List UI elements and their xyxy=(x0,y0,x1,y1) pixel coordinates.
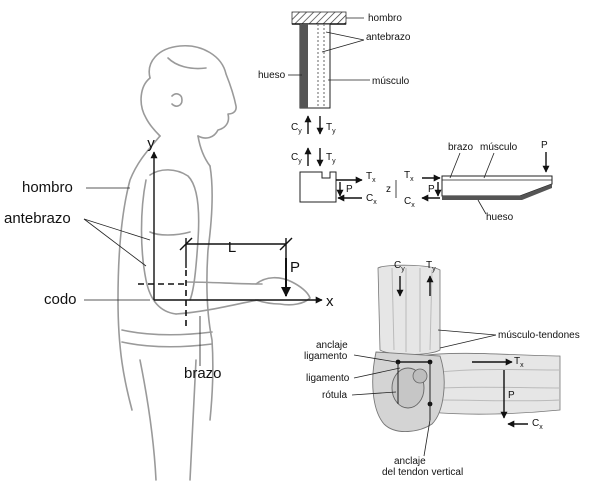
label-antebrazo: antebrazo xyxy=(4,210,71,227)
top-Cy-label: Cy xyxy=(291,122,302,135)
label-brazo: brazo xyxy=(184,365,222,382)
mid-Cy-label: Cy xyxy=(291,152,302,165)
elbow-label-anclaje-1: anclaje xyxy=(316,340,348,351)
elbow-label-tendon-vertical: del tendon vertical xyxy=(382,467,463,478)
x-axis-label: x xyxy=(326,293,334,310)
beam-Tx-label: Tx xyxy=(404,170,414,183)
load-P-label: P xyxy=(290,259,300,276)
beam-z-label: z xyxy=(386,184,391,195)
elbow-Cx-label: Cx xyxy=(532,418,543,431)
label-codo: codo xyxy=(44,291,77,308)
beam-diagram: Tx Cx z P P brazo músculo hueso xyxy=(386,140,553,223)
top-label-hueso: hueso xyxy=(258,70,286,81)
top-Ty-label: Ty xyxy=(326,122,336,135)
mid-Ty-label: Ty xyxy=(326,152,336,165)
mid-Tx-label: Tx xyxy=(366,171,376,184)
dimension-L-label: L xyxy=(228,239,236,256)
elbow-label-rotula: rótula xyxy=(322,390,347,401)
person-sketch xyxy=(117,45,311,481)
bone-strip xyxy=(300,24,308,108)
top-label-antebrazo: antebrazo xyxy=(366,32,411,43)
block-diagram: Cy Ty Tx Cx P xyxy=(291,147,377,206)
beam-P-top-label: P xyxy=(541,140,548,151)
beam-label-brazo: brazo xyxy=(448,142,473,153)
beam-P-left-label: P xyxy=(428,184,435,195)
label-hombro: hombro xyxy=(22,179,73,196)
mid-P-label: P xyxy=(346,184,353,195)
beam-label-hueso: hueso xyxy=(486,212,514,223)
elbow-anatomy: Cy Ty Tx P Cx músculo-tendones anclaje l… xyxy=(304,260,580,478)
y-axis-label: y xyxy=(147,135,155,152)
xy-axes: y x xyxy=(147,135,334,310)
elbow-Ty-label: Ty xyxy=(426,260,436,273)
beam-bone-strip xyxy=(442,184,552,200)
forearm-shape xyxy=(419,352,561,415)
elbow-label-ligamento-1: ligamento xyxy=(304,351,348,362)
dimension-L: L xyxy=(179,237,293,268)
hanging-bar-diagram: hombro antebrazo hueso músculo Cy Ty xyxy=(258,11,411,135)
beam-label-musculo: músculo xyxy=(480,142,518,153)
mid-Cx-label: Cx xyxy=(366,193,377,206)
elbow-P-label: P xyxy=(508,390,515,401)
elbow-label-anclaje-2: anclaje xyxy=(394,456,426,467)
elbow-label-musculo-tendones: músculo-tendones xyxy=(498,330,580,341)
elbow-Cy-label: Cy xyxy=(394,260,405,273)
mid-block xyxy=(299,171,337,203)
beam-Cx-label: Cx xyxy=(404,196,415,209)
elbow-Tx-label: Tx xyxy=(514,356,524,369)
elbow-label-ligamento: ligamento xyxy=(306,373,350,384)
ceiling-support xyxy=(291,11,347,25)
top-label-musculo: músculo xyxy=(372,76,410,87)
top-label-hombro: hombro xyxy=(368,13,402,24)
